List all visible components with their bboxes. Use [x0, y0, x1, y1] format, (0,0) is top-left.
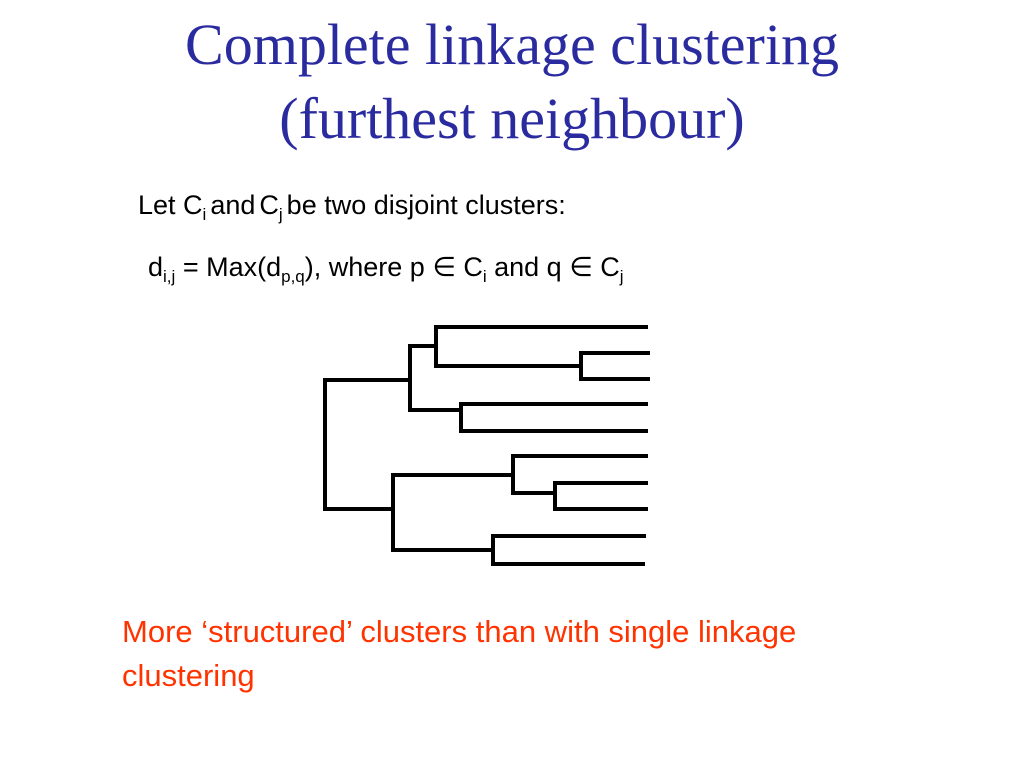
- dendrogram: [323, 325, 650, 566]
- dendrogram-root-link: [323, 378, 410, 511]
- formula-d-subscript: i,j: [163, 267, 176, 286]
- title-line-2: (furthest neighbour): [279, 86, 745, 151]
- formula-c2-subscript: j: [619, 267, 624, 286]
- formula-c1: C: [455, 252, 483, 282]
- title-line-1: Complete linkage clustering: [185, 12, 839, 77]
- formula-c2: C: [592, 252, 620, 282]
- note-text: More ‘structured’ clusters than with sin…: [122, 614, 797, 693]
- dendrogram-link-leaves-2-3: [579, 351, 650, 381]
- formula-d: d: [148, 252, 164, 282]
- formula-max-subscript: p,q: [281, 267, 305, 286]
- definition-and: and: [210, 190, 256, 220]
- element-of-symbol-1: ∈: [432, 252, 456, 282]
- formula-where: ), where p: [304, 252, 433, 282]
- dendrogram-link-leaves-4-5: [459, 402, 648, 433]
- dendrogram-link-cluster-b: [511, 454, 648, 495]
- formula-line: di,j = Max(dp,q), where p ∈ Ci and q ∈ C…: [148, 252, 624, 286]
- subscript-j: j: [278, 205, 283, 224]
- definition-c2: C: [259, 190, 279, 220]
- formula-and-q: and q: [486, 252, 570, 282]
- subscript-i: i: [202, 205, 207, 224]
- dendrogram-link-cluster-a: [434, 325, 648, 368]
- element-of-symbol-2: ∈: [569, 252, 593, 282]
- slide-title: Complete linkage clustering (furthest ne…: [0, 8, 1024, 156]
- definition-prefix: Let C: [138, 190, 203, 220]
- formula-max: = Max(d: [175, 252, 282, 282]
- formula-c1-subscript: i: [482, 267, 487, 286]
- dendrogram-link-leaves-7-8: [553, 481, 648, 511]
- dendrogram-link-leaf-9: [491, 534, 646, 566]
- dendrogram-link-lower-group: [391, 473, 513, 552]
- definition-suffix: be two disjoint clusters:: [286, 190, 566, 220]
